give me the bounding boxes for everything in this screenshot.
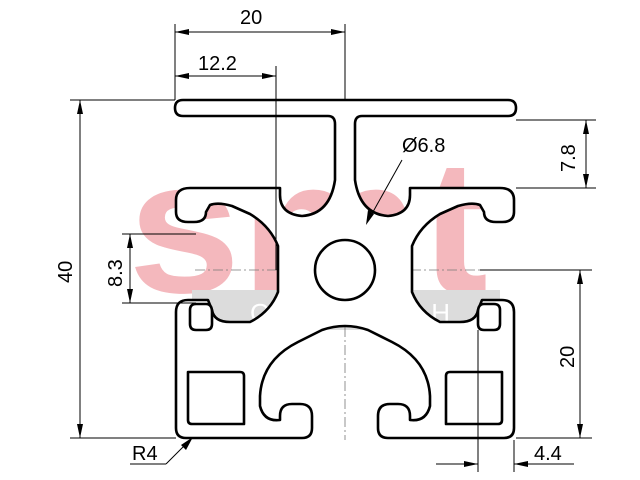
left-tongue [188, 302, 214, 332]
dim-overall-height-label: 40 [55, 261, 77, 283]
dim-edge-width-label: 4.4 [534, 443, 562, 465]
dim-hole-label: Ø6.8 [402, 135, 445, 157]
right-cavity [444, 370, 504, 426]
dim-edge-width: 4.4 [436, 330, 574, 472]
dim-slot-depth: 7.8 [516, 119, 596, 189]
dim-top-offset-label: 12.2 [198, 53, 237, 75]
dim-slot-depth-label: 7.8 [558, 144, 580, 172]
dim-lower-height-label: 20 [557, 346, 579, 368]
center-hole [313, 238, 377, 302]
aluminium-profile [173, 98, 518, 440]
dim-slot-width: 8.3 [105, 233, 196, 304]
left-cavity [186, 370, 246, 426]
right-tongue [476, 302, 502, 332]
dim-overall-height: 40 [55, 99, 176, 439]
dim-top-width-label: 20 [240, 7, 262, 29]
dim-top-offset: 12.2 [175, 53, 277, 270]
dim-hole: Ø6.8 [366, 135, 445, 225]
dim-slot-width-label: 8.3 [105, 259, 127, 287]
dim-top-width: 20 [174, 7, 346, 100]
dim-lower-height: 20 [480, 269, 592, 439]
dim-corner-radius: R4 [130, 437, 193, 465]
dim-corner-radius-label: R4 [132, 443, 158, 465]
